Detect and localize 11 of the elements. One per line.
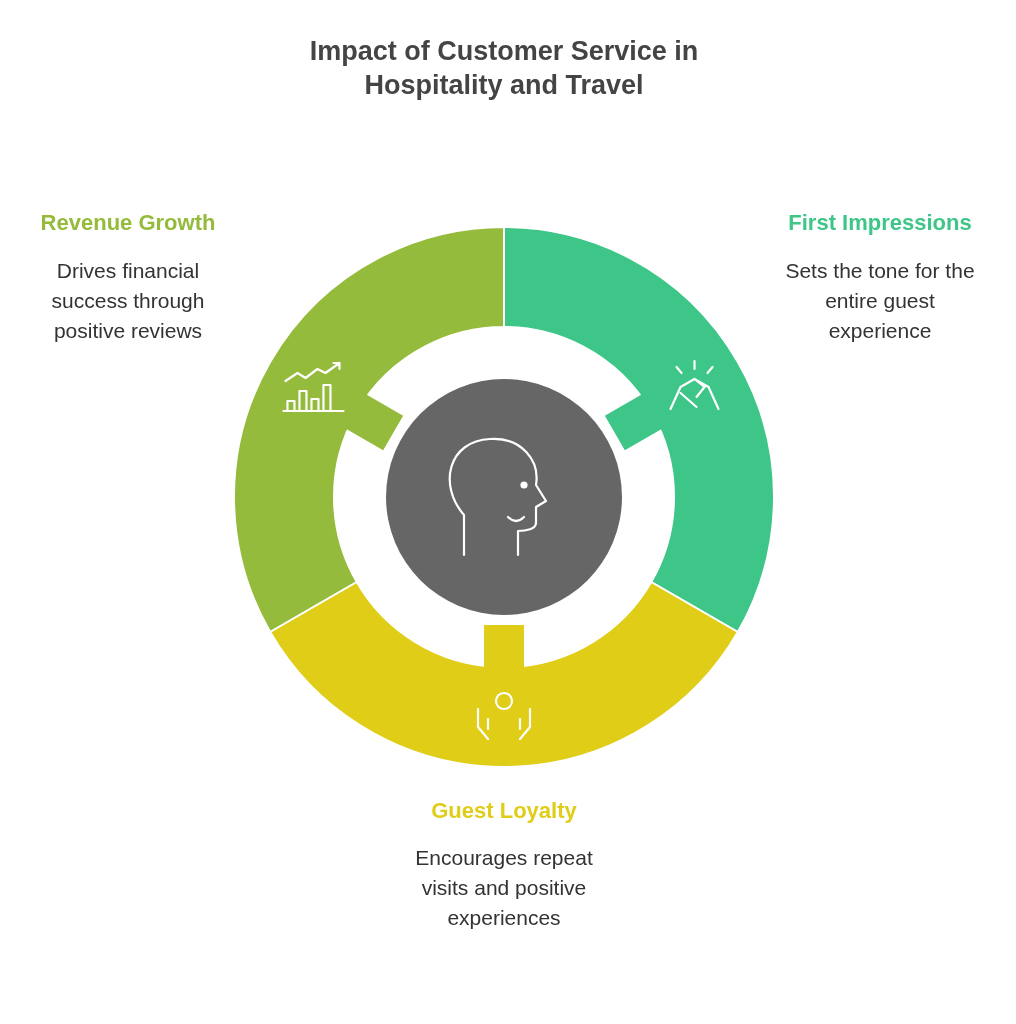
segment-heading: First Impressions xyxy=(787,210,973,236)
ring-segment xyxy=(503,226,775,633)
segment-heading: Guest Loyalty xyxy=(430,798,578,824)
segment-description: Encourages repeat visits and positive experiences xyxy=(414,845,594,931)
segment-description: Drives financial success through positive reviews xyxy=(50,258,206,344)
ring-segment xyxy=(233,226,505,633)
title: Impact of Customer Service in Hospitality and Travel xyxy=(308,35,700,102)
center-circle xyxy=(386,379,622,615)
segment-description: Sets the tone for the entire guest experience xyxy=(784,258,976,344)
segment-heading: Revenue Growth xyxy=(39,210,217,236)
ring-segment xyxy=(269,581,739,768)
